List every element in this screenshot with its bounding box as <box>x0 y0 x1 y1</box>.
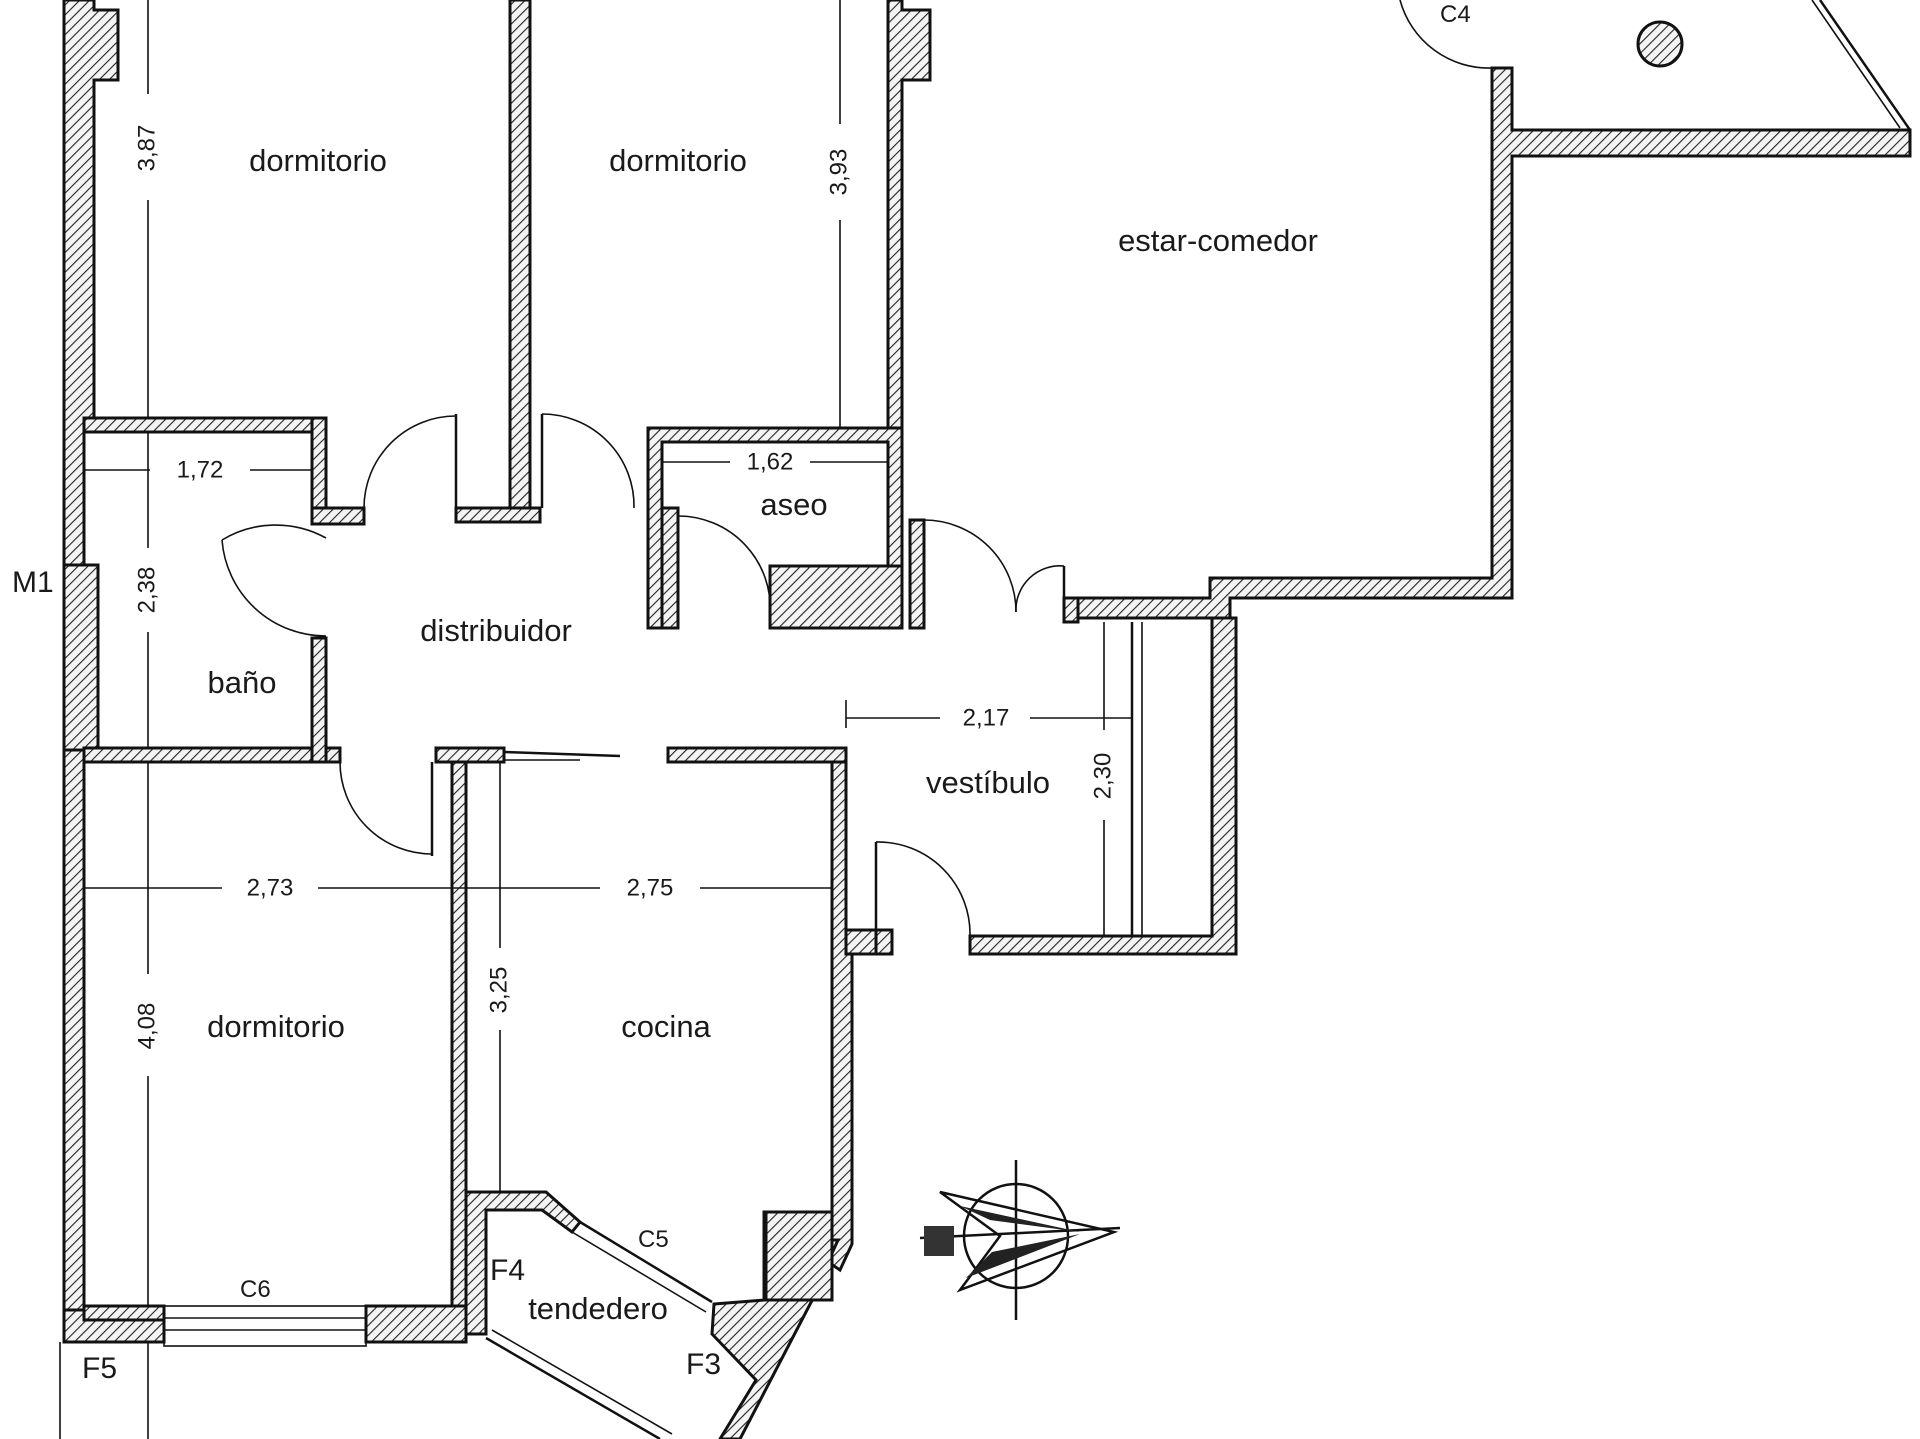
wall-aseo <box>646 426 904 630</box>
wall-cocina-top-right <box>666 746 848 764</box>
tag-f4: F4 <box>490 1254 525 1287</box>
wall-aseo-right-stub <box>908 518 926 630</box>
wall-bano-top <box>310 416 328 510</box>
dim-2-75: 2,75 <box>627 874 674 901</box>
wall-dorm3-cocina <box>450 760 468 1344</box>
dim-2-73: 2,73 <box>247 874 294 901</box>
dim-1-62: 1,62 <box>747 448 794 475</box>
tag-m1: M1 <box>12 566 54 599</box>
wall-dorm2-right <box>886 0 932 430</box>
tag-c6: C6 <box>240 1276 271 1303</box>
dim-1-72: 1,72 <box>177 456 224 483</box>
windows <box>163 622 1143 1439</box>
dim-2-17: 2,17 <box>963 704 1010 731</box>
wall-terrace-edge-inner <box>1811 0 1901 129</box>
dim-2-38: 2,38 <box>133 567 160 614</box>
wall-cocina-right <box>826 760 854 1273</box>
room-bano: baño <box>208 665 277 700</box>
wall-dorm1-door-stub <box>454 506 542 524</box>
wall-cocina-right-stub <box>844 928 878 956</box>
wall-cocina-corner <box>764 1210 834 1302</box>
room-dormitorio-2: dormitorio <box>609 143 747 178</box>
room-vestibulo: vestíbulo <box>926 765 1050 800</box>
wall-terrace-edge <box>1818 0 1912 131</box>
dimension-lines <box>59 0 1132 1439</box>
dim-3-25: 3,25 <box>485 967 512 1014</box>
room-cocina: cocina <box>621 1009 711 1044</box>
room-estar-comedor: estar-comedor <box>1118 223 1318 258</box>
dim-3-87: 3,87 <box>133 125 160 172</box>
tag-f3: F3 <box>686 1348 721 1381</box>
wall-bano-right <box>310 636 328 764</box>
tag-f5: F5 <box>82 1352 117 1385</box>
wall-bano-door-jamb <box>310 506 366 526</box>
column <box>1636 20 1684 68</box>
doors <box>221 0 1493 937</box>
room-distribuidor: distribuidor <box>420 613 572 648</box>
room-tendedero: tendedero <box>528 1291 668 1326</box>
tag-c5: C5 <box>638 1226 669 1253</box>
wall-dorm3-bottom-left <box>82 1304 166 1322</box>
walls <box>62 0 1912 1439</box>
dimension-labels: 3,87 3,93 1,72 1,62 2,38 2,17 2,30 2,73 … <box>133 125 1116 1050</box>
dim-2-30: 2,30 <box>1089 753 1116 800</box>
wall-dorm3-bottom-right <box>364 1304 468 1344</box>
dim-3-93: 3,93 <box>825 149 852 196</box>
wall-estar-right <box>1066 66 1912 620</box>
wall-aseo-bottom <box>768 564 904 630</box>
room-dormitorio-3: dormitorio <box>207 1009 345 1044</box>
wall-cocina-top-left <box>434 746 506 764</box>
compass-icon <box>919 1160 1121 1320</box>
room-dormitorio-1: dormitorio <box>249 143 387 178</box>
dim-4-08: 4,08 <box>133 1003 160 1050</box>
tag-c4: C4 <box>1440 1 1471 28</box>
wall-tendedero-left <box>464 1190 583 1336</box>
wall-entrance-jamb <box>1062 596 1080 624</box>
room-aseo: aseo <box>760 487 827 522</box>
wall-m1-pilaster <box>62 563 100 752</box>
wall-dorm1-bottom <box>82 416 328 434</box>
wall-bano-bottom <box>82 746 342 764</box>
wall-vestibulo-right <box>968 616 1238 956</box>
wall-dorm1-dorm2 <box>508 0 532 510</box>
room-labels: dormitorio dormitorio estar-comedor aseo… <box>207 143 1318 1326</box>
wall-aseo-door-jamb <box>660 506 680 630</box>
element-tags: M1 C4 C5 C6 F3 F4 F5 <box>12 1 1471 1385</box>
